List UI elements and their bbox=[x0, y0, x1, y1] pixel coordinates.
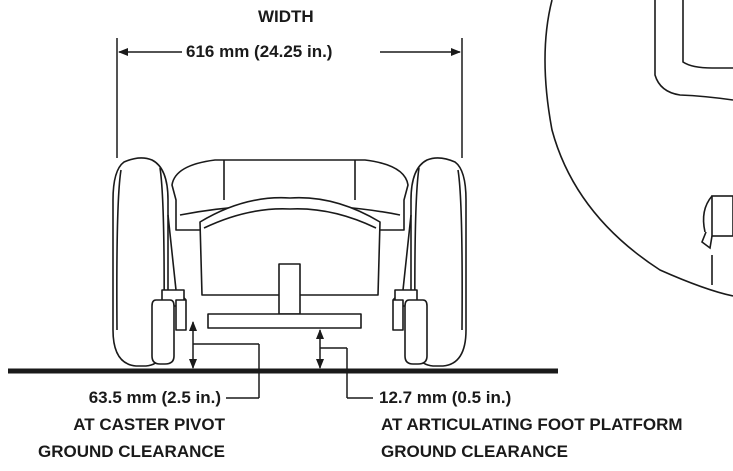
foot-clearance-line1: AT ARTICULATING FOOT PLATFORM bbox=[381, 415, 683, 434]
caster-clearance-leader bbox=[189, 321, 260, 399]
foot-clearance-value: 12.7 mm (0.5 in.) bbox=[379, 388, 512, 407]
right-caster bbox=[404, 299, 428, 365]
caster-clearance-value: 63.5 mm (2.5 in.) bbox=[88, 388, 221, 407]
detail-view bbox=[544, 0, 733, 297]
width-value: 616 mm (24.25 in.) bbox=[186, 42, 333, 61]
wheelchair-front-view bbox=[112, 157, 467, 367]
foot-platform bbox=[207, 313, 362, 329]
caster-clearance-line2: GROUND CLEARANCE bbox=[38, 442, 225, 461]
width-title: WIDTH bbox=[258, 7, 314, 26]
foot-clearance-line2: GROUND CLEARANCE bbox=[381, 442, 568, 461]
caster-clearance-line1: AT CASTER PIVOT bbox=[73, 415, 225, 434]
left-caster bbox=[151, 299, 175, 365]
foot-platform-clearance-leader bbox=[316, 329, 373, 399]
seat-cushion bbox=[199, 196, 381, 296]
width-dimension bbox=[116, 38, 463, 158]
